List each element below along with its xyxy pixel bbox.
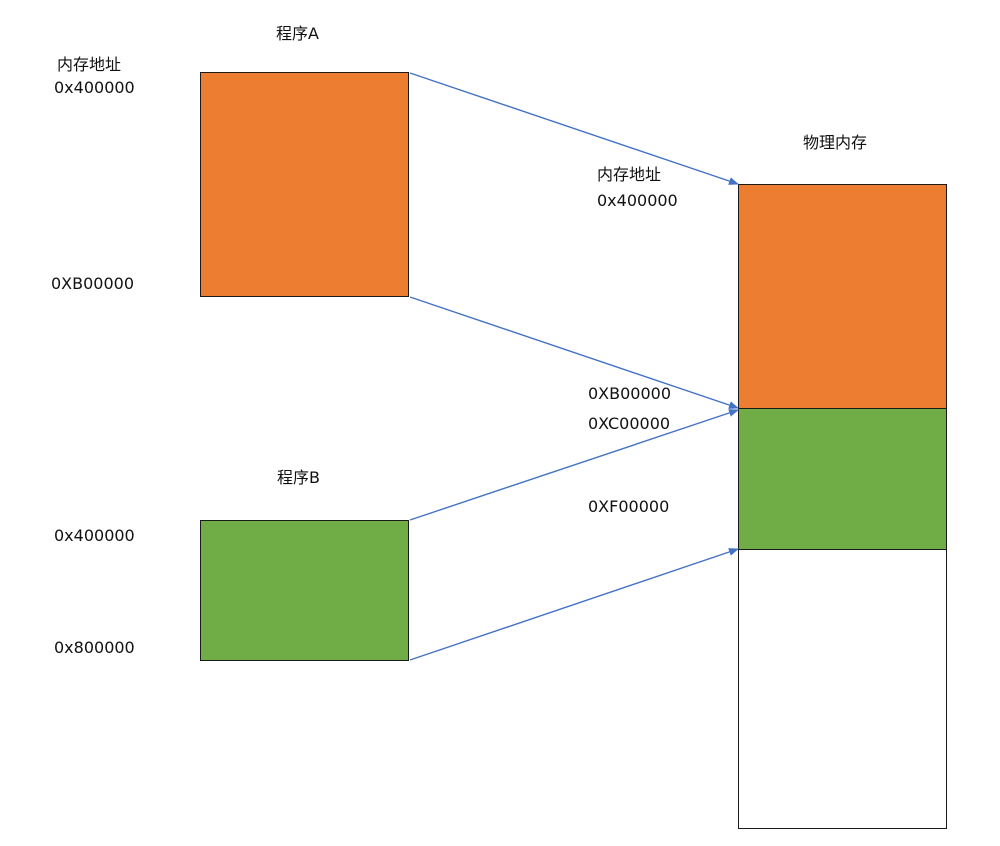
physical-a-start-address: 0x400000	[597, 191, 678, 210]
physical-b-end-address: 0XF00000	[588, 497, 670, 516]
physical-memory-free-region	[738, 549, 947, 829]
program-b-title: 程序B	[277, 468, 320, 487]
program-a-block	[200, 72, 409, 297]
program-a-address-heading: 内存地址	[57, 55, 122, 74]
program-b-block	[200, 520, 409, 661]
program-a-end-address: 0XB00000	[51, 274, 135, 293]
arrow-b-start-to-physical	[409, 409, 739, 521]
physical-memory-region-b	[738, 408, 947, 550]
physical-a-end-address: 0XB00000	[588, 384, 672, 403]
program-b-start-address: 0x400000	[54, 526, 135, 545]
program-b-end-address: 0x800000	[54, 638, 135, 657]
physical-address-heading: 内存地址	[597, 165, 662, 184]
physical-memory-region-a	[738, 184, 947, 409]
arrow-b-end-to-physical	[409, 548, 739, 661]
arrow-a-start-to-physical	[409, 72, 739, 185]
physical-memory-title: 物理内存	[803, 133, 868, 152]
arrow-a-end-to-physical	[409, 296, 739, 409]
physical-b-start-address: 0XC00000	[588, 414, 671, 433]
program-a-title: 程序A	[276, 24, 319, 43]
program-a-start-address: 0x400000	[54, 78, 135, 97]
